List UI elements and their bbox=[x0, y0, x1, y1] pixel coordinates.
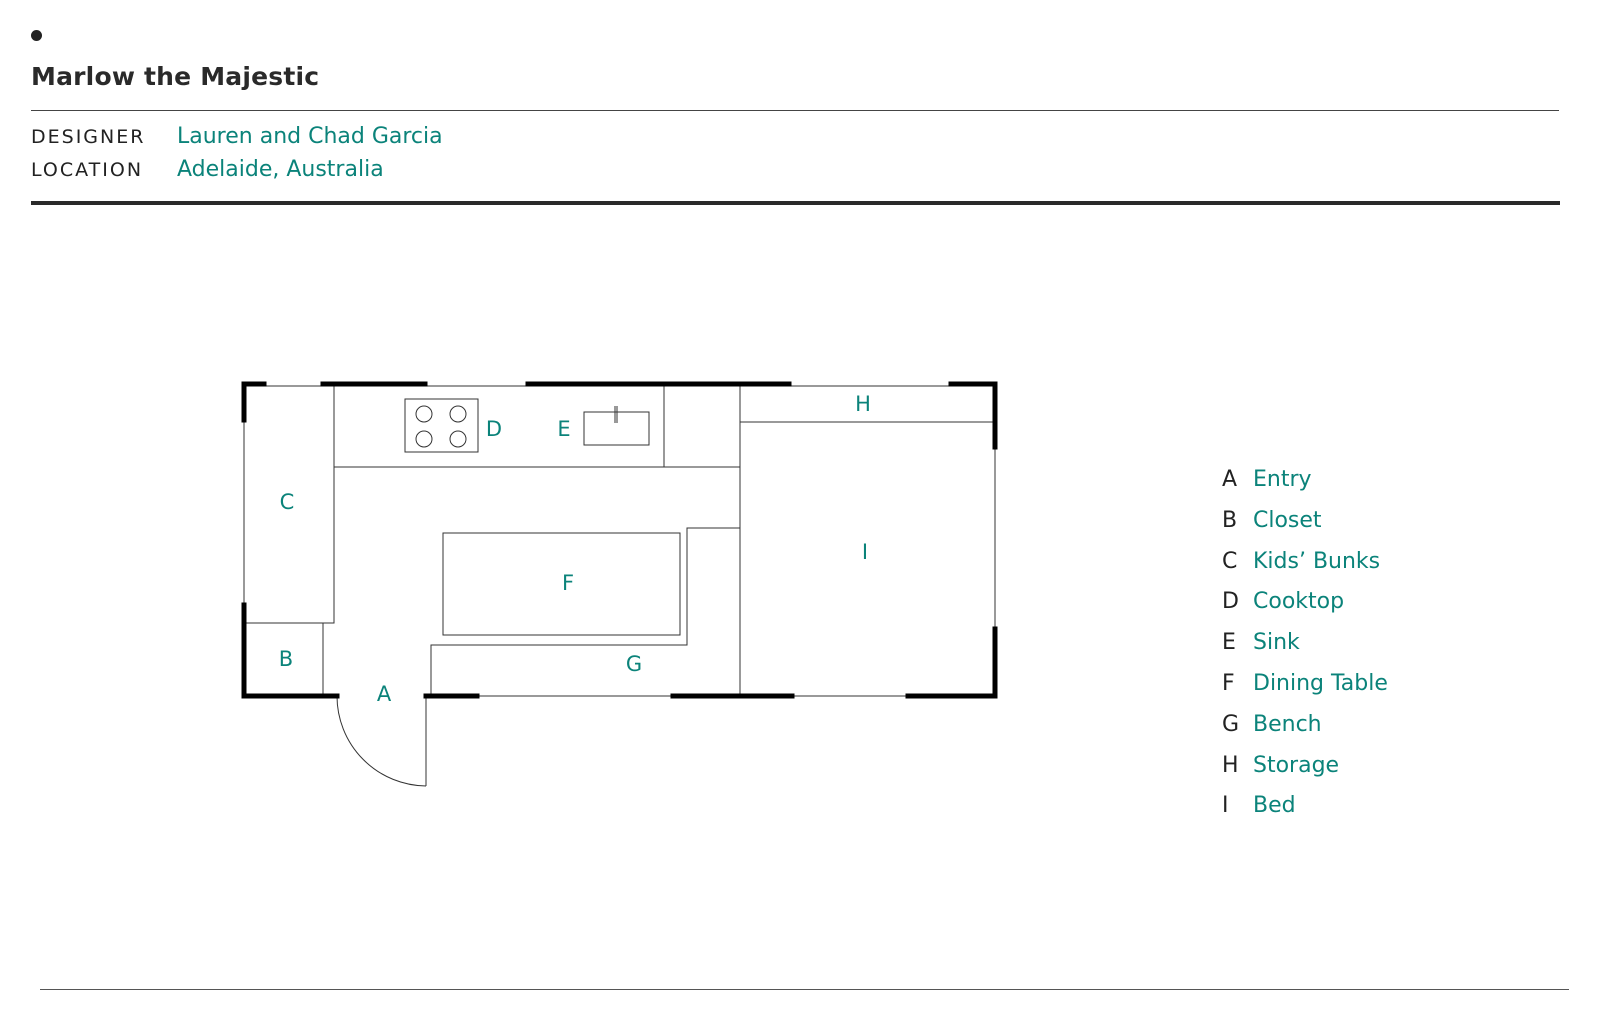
page-title: Marlow the Majestic bbox=[31, 62, 320, 91]
legend-label: Closet bbox=[1253, 507, 1322, 533]
legend-item-sink[interactable]: E Sink bbox=[1222, 630, 1388, 671]
legend-letter: I bbox=[1222, 793, 1229, 819]
legend-item-dining-table[interactable]: F Dining Table bbox=[1222, 671, 1388, 712]
legend-item-closet[interactable]: B Closet bbox=[1222, 508, 1388, 549]
legend-label: Entry bbox=[1253, 467, 1312, 492]
legend-item-bench[interactable]: G Bench bbox=[1222, 712, 1388, 753]
location-row: LOCATION Adelaide, Australia bbox=[31, 155, 384, 185]
plan-label-c: C bbox=[280, 490, 295, 514]
room-legend: A Entry B Closet C Kids’ Bunks D Cooktop… bbox=[1222, 467, 1388, 834]
legend-letter: H bbox=[1222, 752, 1239, 778]
legend-item-cooktop[interactable]: D Cooktop bbox=[1222, 589, 1388, 630]
plan-label-d: D bbox=[486, 417, 502, 441]
legend-letter: E bbox=[1222, 630, 1236, 656]
plan-labels: A B C D E F G H I bbox=[279, 392, 871, 706]
legend-label: Sink bbox=[1253, 630, 1300, 656]
location-value[interactable]: Adelaide, Australia bbox=[177, 157, 384, 182]
designer-row: DESIGNER Lauren and Chad Garcia bbox=[31, 122, 443, 152]
legend-label: Dining Table bbox=[1253, 670, 1388, 696]
interior-lines bbox=[243, 385, 996, 787]
designer-value[interactable]: Lauren and Chad Garcia bbox=[177, 124, 443, 149]
legend-label: Cooktop bbox=[1253, 589, 1345, 615]
header-divider bbox=[31, 201, 1560, 205]
designer-label: DESIGNER bbox=[31, 126, 146, 148]
legend-item-storage[interactable]: H Storage bbox=[1222, 753, 1388, 794]
location-label: LOCATION bbox=[31, 159, 144, 181]
legend-label: Bed bbox=[1253, 793, 1296, 819]
plan-label-h: H bbox=[855, 392, 871, 416]
legend-letter: C bbox=[1222, 548, 1238, 574]
legend-item-entry[interactable]: A Entry bbox=[1222, 467, 1388, 508]
plan-label-e: E bbox=[557, 417, 570, 441]
legend-letter: G bbox=[1222, 711, 1240, 737]
footer-divider bbox=[40, 989, 1569, 990]
plan-label-i: I bbox=[862, 540, 868, 564]
title-divider bbox=[31, 110, 1559, 111]
exterior-walls bbox=[241, 381, 998, 699]
legend-letter: B bbox=[1222, 507, 1238, 533]
legend-item-kids-bunks[interactable]: C Kids’ Bunks bbox=[1222, 549, 1388, 590]
plan-label-a: A bbox=[377, 682, 392, 706]
bullet-dot bbox=[31, 30, 42, 41]
legend-label: Storage bbox=[1253, 752, 1340, 778]
legend-item-bed[interactable]: I Bed bbox=[1222, 793, 1388, 834]
legend-letter: D bbox=[1222, 589, 1239, 615]
plan-label-g: G bbox=[626, 652, 642, 676]
legend-label: Kids’ Bunks bbox=[1253, 548, 1381, 574]
plan-label-b: B bbox=[279, 647, 293, 671]
legend-letter: F bbox=[1222, 670, 1235, 696]
legend-label: Bench bbox=[1253, 711, 1322, 737]
legend-letter: A bbox=[1222, 467, 1238, 492]
plan-label-f: F bbox=[562, 571, 574, 595]
